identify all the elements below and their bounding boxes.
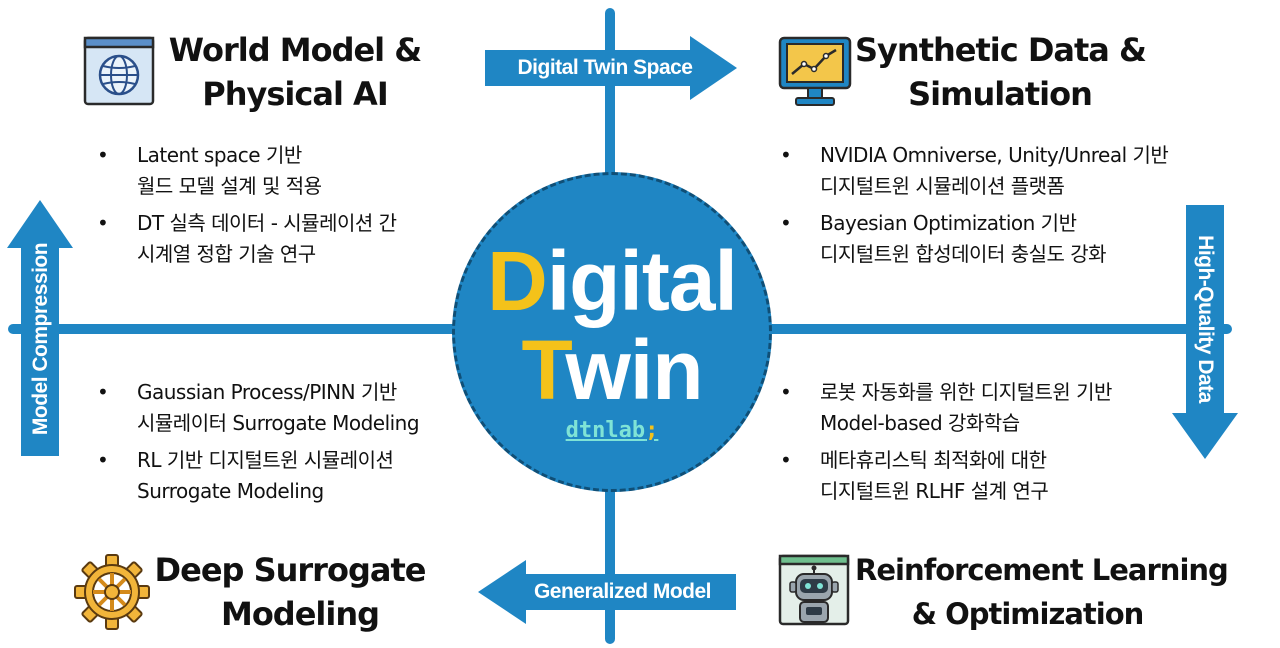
gear-icon (74, 554, 150, 630)
top-arrow-label: Digital Twin Space (517, 56, 693, 79)
left-arrow-label: Model Compression (29, 242, 52, 436)
top-left-title: World Model & Physical AI (168, 31, 422, 113)
bottom-left-title: Deep Surrogate Modeling (154, 551, 427, 633)
left-arrow (7, 200, 73, 456)
globe-icon (83, 36, 155, 106)
bottom-arrow (478, 560, 736, 624)
bottom-arrow-label: Generalized Model (533, 580, 712, 603)
dtnlab-logo: dtnlab; (565, 418, 659, 443)
top-arrow (485, 36, 737, 100)
top-right-title: Synthetic Data & Simulation (855, 31, 1147, 113)
center-word-twin: Twin (521, 323, 703, 417)
right-arrow-label: High-Quality Data (1194, 235, 1217, 403)
bottom-right-title: Reinforcement Learning & Optimization (855, 553, 1229, 631)
monitor-chart-icon (778, 36, 852, 106)
center-circle (452, 172, 772, 492)
right-arrow (1172, 205, 1238, 459)
center-word-digital: Digital (487, 234, 738, 328)
robot-icon (778, 554, 850, 626)
